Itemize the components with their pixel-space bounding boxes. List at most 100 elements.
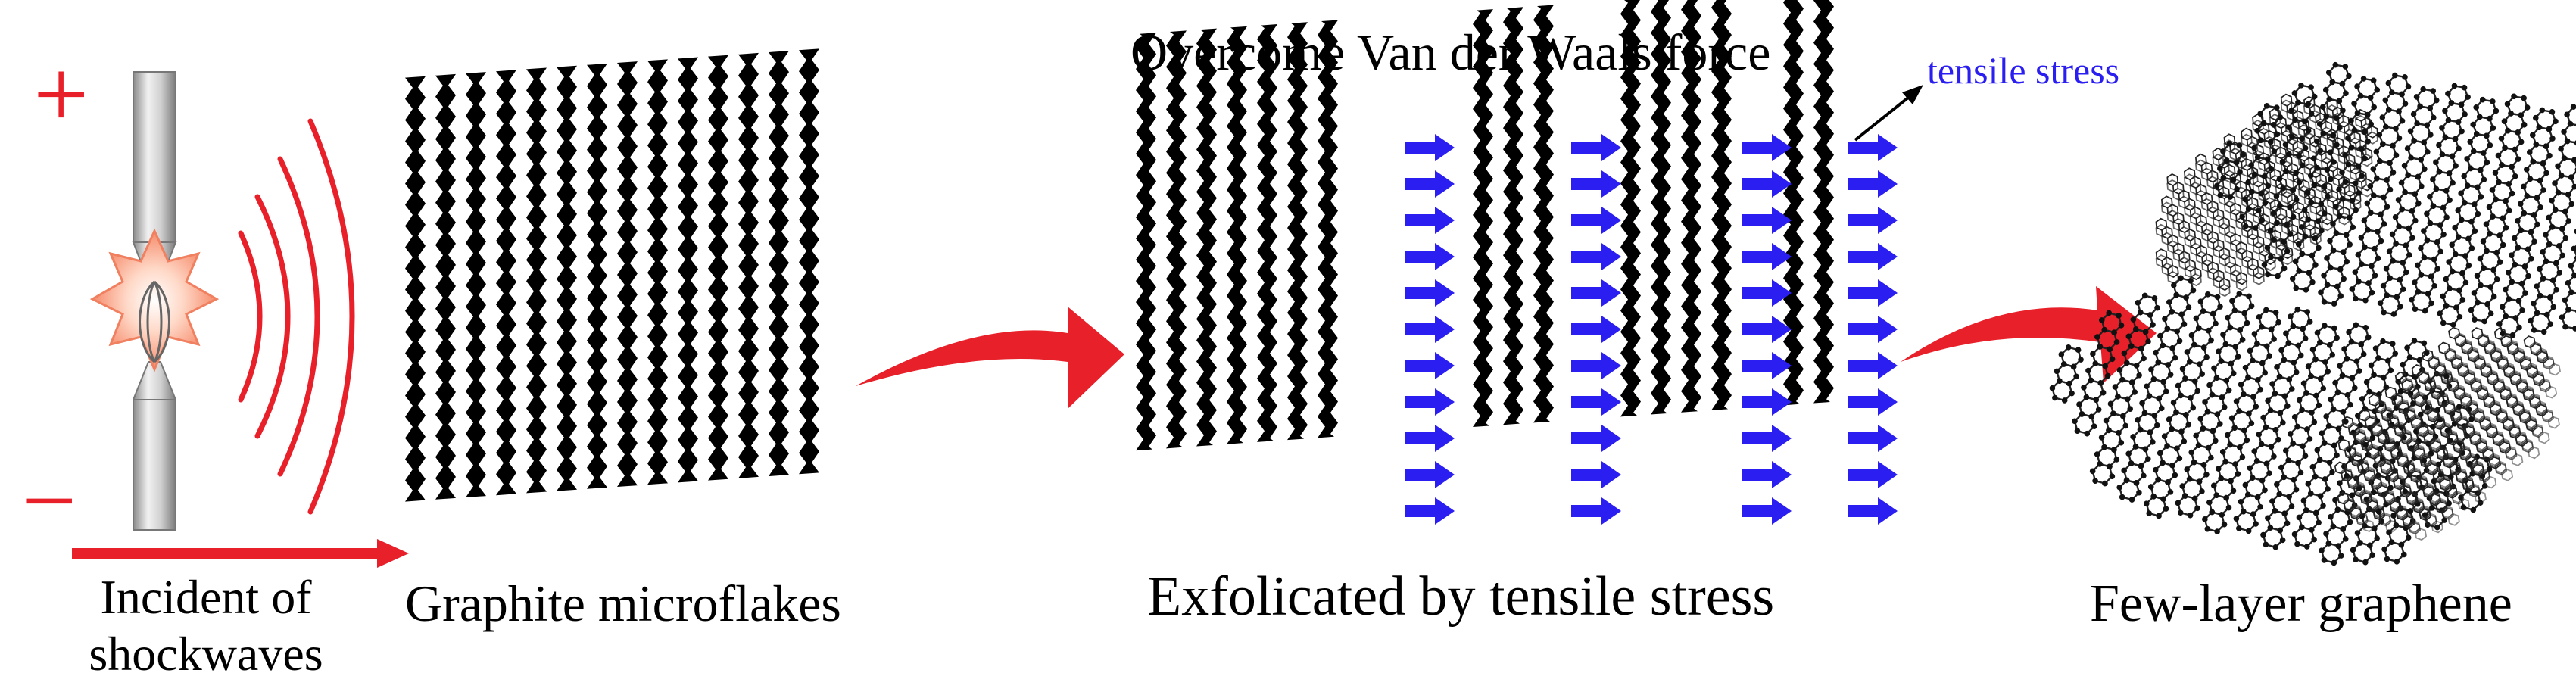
graphite-flake [1473, 9, 1493, 427]
tensile-arrow [1571, 279, 1621, 307]
process-arrow-1 [856, 307, 1124, 409]
tensile-arrow [1571, 243, 1621, 270]
graphite-flake [1287, 22, 1308, 441]
minus-sign: − [21, 447, 76, 556]
graphite-flake [1257, 24, 1277, 442]
graphite-flake [1196, 28, 1217, 447]
discharge-filaments [139, 280, 170, 363]
tensile-arrow [1405, 279, 1455, 307]
electrode-assembly [89, 71, 220, 531]
tensile-arrow [1848, 425, 1898, 452]
tensile-arrow [1848, 134, 1898, 161]
tensile-arrow [1571, 134, 1621, 161]
graphite-flake [678, 57, 698, 483]
graphite-flake [769, 51, 789, 477]
tensile-arrow [1571, 425, 1621, 452]
graphite-flake [799, 48, 819, 475]
tensile-arrow [1742, 279, 1792, 307]
tensile-stress-arrows [1405, 134, 1898, 525]
exfoliated-label: Exfolicated by tensile stress [1147, 566, 1774, 628]
tensile-arrow [1571, 316, 1621, 343]
tensile-arrow [1405, 388, 1455, 416]
tensile-arrow [1742, 316, 1792, 343]
tensile-arrow [1571, 461, 1621, 488]
incident-label-line1: Incident of [101, 570, 313, 624]
tensile-arrow [1571, 207, 1621, 234]
graphene-label: Few-layer graphene [2090, 575, 2512, 633]
graphite-flake [466, 72, 486, 497]
upper-electrode [133, 71, 176, 243]
tensile-arrow [1848, 207, 1898, 234]
tensile-arrow [1742, 497, 1792, 525]
tensile-arrow [1848, 352, 1898, 379]
graphene-lattice-icon [2340, 332, 2555, 535]
graphite-flake [738, 52, 759, 478]
graphite-flake [405, 76, 426, 502]
graphite-flake [587, 63, 607, 489]
tensile-arrow [1742, 461, 1792, 488]
graphite-flake [526, 67, 547, 494]
incident-arrow [72, 539, 409, 568]
tensile-arrow [1742, 207, 1792, 234]
graphite-flake [1620, 0, 1641, 417]
graphite-flake [1681, 0, 1701, 413]
tensile-arrow [1742, 134, 1792, 161]
tensile-arrow [1742, 243, 1792, 270]
graphite-flake [1711, 0, 1732, 410]
graphene-lattice-icon [2334, 326, 2549, 529]
exfoliating-flake-groups [1136, 0, 1834, 451]
tensile-arrow [1742, 425, 1792, 452]
graphite-flake [617, 61, 638, 488]
tensile-arrow [1405, 461, 1455, 488]
graphite-label: Graphite microflakes [405, 575, 841, 632]
graphite-flake [496, 70, 516, 496]
graphene-sheets [2049, 61, 2576, 566]
tensile-arrow [1405, 134, 1455, 161]
tensile-arrow [1848, 461, 1898, 488]
tensile-arrow [1848, 316, 1898, 343]
graphite-flake [647, 59, 668, 485]
process-arrow-2 [1901, 286, 2157, 383]
tensile-arrow [1405, 207, 1455, 234]
graphene-lattice-icon [2346, 338, 2561, 541]
graphite-flake [708, 55, 728, 481]
tensile-arrow [1405, 170, 1455, 198]
graphite-flake [1503, 7, 1523, 425]
tensile-arrow [1571, 388, 1621, 416]
incident-label-line2: shockwaves [89, 627, 323, 681]
tensile-arrow [1405, 243, 1455, 270]
graphite-flake [1227, 26, 1247, 444]
graphite-flake [1136, 33, 1156, 451]
overcome-vdw-label: Overcome Van der Waals force [1131, 23, 1770, 81]
graphite-flake [1651, 0, 1671, 415]
graphite-flake [1318, 20, 1338, 438]
graphite-flake [435, 73, 456, 500]
tensile-arrow [1405, 425, 1455, 452]
graphite-flake [1783, 0, 1804, 406]
graphene-lattice-icon [2155, 93, 2378, 291]
graphite-flake [1166, 30, 1187, 449]
tensile-arrow [1405, 316, 1455, 343]
graphite-flake [1813, 0, 1834, 404]
shockwave-arc-icon [238, 118, 355, 515]
tensile-arrow [1742, 352, 1792, 379]
plus-sign: + [33, 40, 89, 149]
tensile-pointer [1854, 85, 1923, 142]
tensile-arrow [1571, 497, 1621, 525]
tensile-arrow [1848, 388, 1898, 416]
tensile-arrow [1848, 279, 1898, 307]
graphite-microflake-stack [405, 48, 819, 502]
tensile-arrow [1405, 497, 1455, 525]
tensile-arrow [1742, 388, 1792, 416]
lower-electrode [133, 399, 176, 531]
tensile-arrow [1848, 497, 1898, 525]
spark-burst-icon [89, 228, 220, 372]
tensile-arrow [1571, 170, 1621, 198]
graphite-flake [1533, 5, 1554, 423]
graphene-lattice-icon [2214, 61, 2576, 338]
tensile-arrow [1848, 243, 1898, 270]
tensile-arrow [1742, 170, 1792, 198]
graphite-flake [557, 65, 577, 491]
tensile-stress-label: tensile stress [1927, 49, 2119, 92]
